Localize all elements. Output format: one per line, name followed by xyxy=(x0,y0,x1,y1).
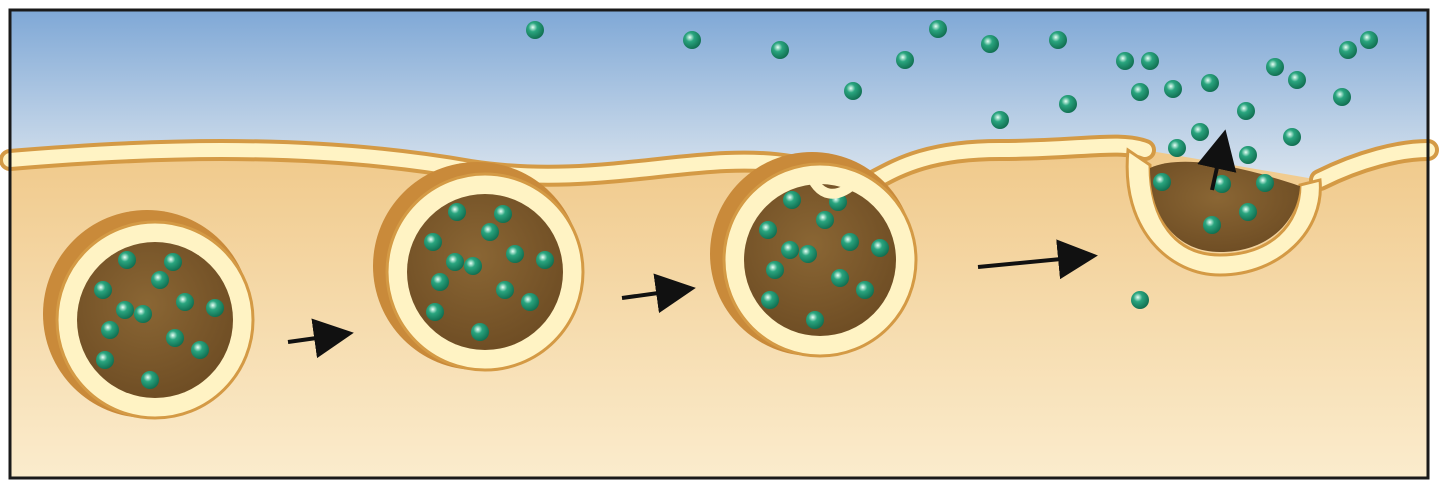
molecule xyxy=(1360,31,1378,49)
molecule xyxy=(431,273,449,291)
molecule xyxy=(896,51,914,69)
molecule xyxy=(761,291,779,309)
molecule xyxy=(191,341,209,359)
molecule xyxy=(759,221,777,239)
molecule xyxy=(841,233,859,251)
fusion-pore xyxy=(803,166,862,199)
molecule xyxy=(831,269,849,287)
vesicle-membrane xyxy=(1125,147,1322,277)
molecule xyxy=(134,305,152,323)
molecule xyxy=(446,253,464,271)
molecule xyxy=(1131,83,1149,101)
vesicle-2 xyxy=(373,162,585,372)
molecule xyxy=(1283,128,1301,146)
molecule xyxy=(783,191,801,209)
vesicle-lumen xyxy=(407,194,563,350)
molecule xyxy=(176,293,194,311)
molecule xyxy=(521,293,539,311)
vesicle-3 xyxy=(710,152,918,358)
molecule xyxy=(1116,52,1134,70)
molecule xyxy=(101,321,119,339)
molecule xyxy=(448,203,466,221)
molecule xyxy=(806,311,824,329)
molecule xyxy=(1239,203,1257,221)
molecule xyxy=(1141,52,1159,70)
molecule xyxy=(464,257,482,275)
molecule xyxy=(206,299,224,317)
molecule xyxy=(683,31,701,49)
molecule xyxy=(816,211,834,229)
molecule xyxy=(94,281,112,299)
molecule xyxy=(426,303,444,321)
molecule xyxy=(981,35,999,53)
transition-arrow-3 xyxy=(977,239,1098,280)
molecule xyxy=(1201,74,1219,92)
molecule xyxy=(1168,139,1186,157)
molecule xyxy=(1237,102,1255,120)
molecule xyxy=(856,281,874,299)
molecule xyxy=(1153,173,1171,191)
molecule xyxy=(164,253,182,271)
molecule xyxy=(771,41,789,59)
molecule xyxy=(151,271,169,289)
molecule xyxy=(536,251,554,269)
molecule xyxy=(844,82,862,100)
molecule xyxy=(1213,175,1231,193)
molecule xyxy=(116,301,134,319)
molecule xyxy=(141,371,159,389)
molecule xyxy=(1203,216,1221,234)
molecule xyxy=(1339,41,1357,59)
molecule xyxy=(799,245,817,263)
release-arrow xyxy=(1197,129,1237,191)
released-molecules xyxy=(526,20,1378,309)
molecule xyxy=(929,20,947,38)
molecule xyxy=(166,329,184,347)
molecule xyxy=(494,205,512,223)
molecule xyxy=(991,111,1009,129)
molecule xyxy=(506,245,524,263)
diagram-frame xyxy=(8,8,1430,480)
molecule xyxy=(1256,174,1274,192)
vesicle-lumen xyxy=(77,242,233,398)
molecule xyxy=(1288,71,1306,89)
molecule xyxy=(96,351,114,369)
transition-arrow-2 xyxy=(621,273,696,314)
molecule xyxy=(1266,58,1284,76)
transition-arrow-1 xyxy=(287,318,354,359)
molecule xyxy=(871,239,889,257)
molecule xyxy=(471,323,489,341)
molecule xyxy=(766,261,784,279)
molecule xyxy=(1164,80,1182,98)
molecule xyxy=(481,223,499,241)
molecule xyxy=(424,233,442,251)
vesicle-1 xyxy=(43,210,255,420)
molecule xyxy=(1131,291,1149,309)
molecule xyxy=(781,241,799,259)
molecule xyxy=(496,281,514,299)
vesicle-lumen xyxy=(744,184,896,336)
molecule xyxy=(1333,88,1351,106)
molecule xyxy=(1049,31,1067,49)
membrane-bilayer xyxy=(1313,143,1435,187)
molecule xyxy=(1059,95,1077,113)
molecule xyxy=(1239,146,1257,164)
molecule xyxy=(118,251,136,269)
molecule xyxy=(1191,123,1209,141)
cytoplasm xyxy=(10,145,1428,479)
molecule xyxy=(526,21,544,39)
